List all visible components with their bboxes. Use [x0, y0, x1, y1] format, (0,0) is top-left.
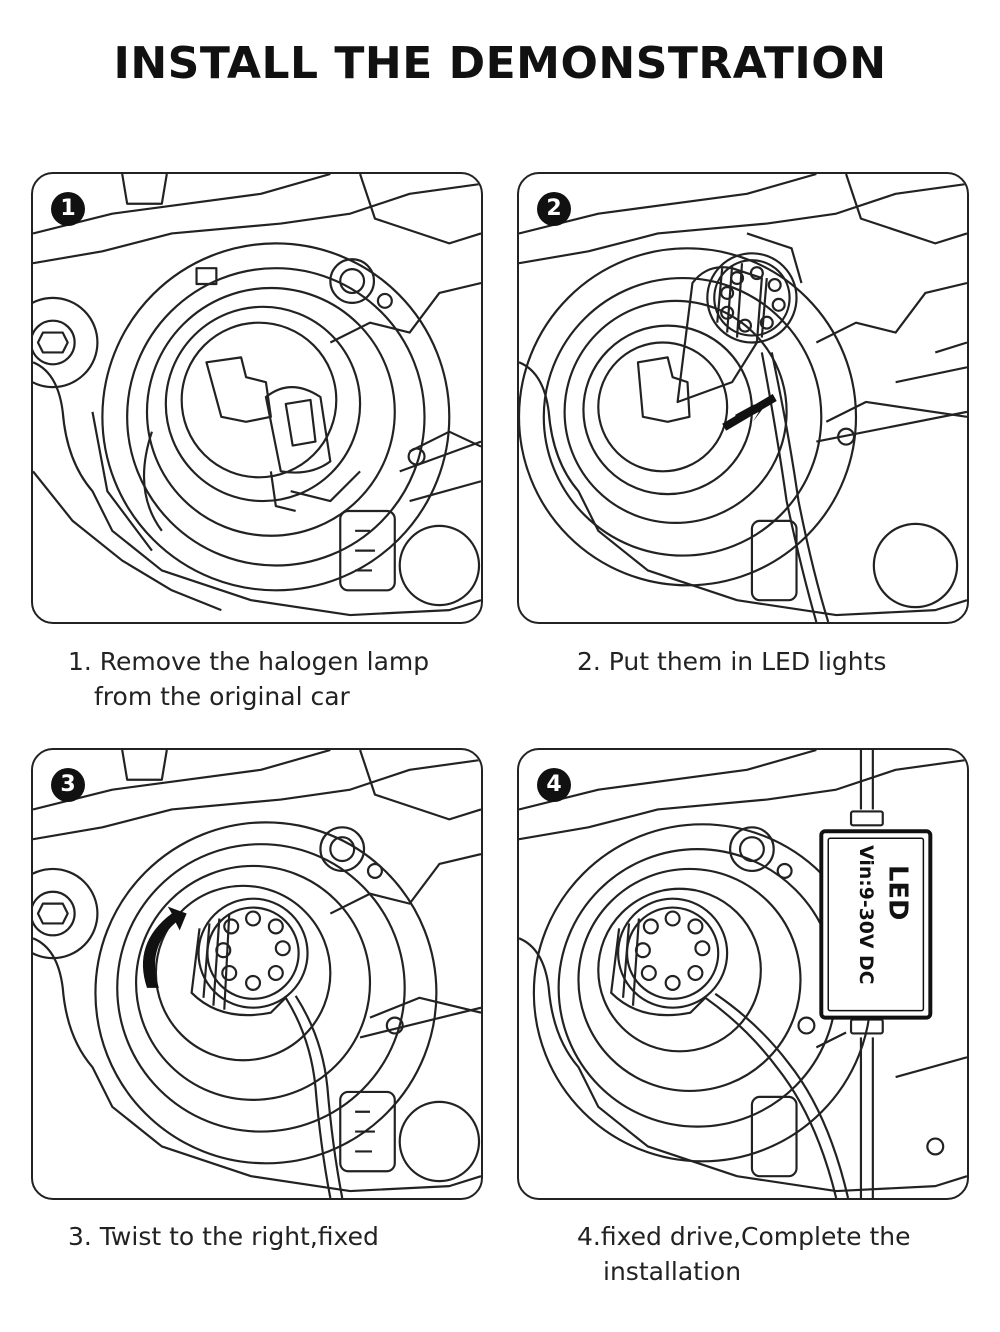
step-2-caption-line1: 2. Put them in LED lights: [577, 647, 887, 676]
driver-box-voltage-label: Vin:9-30V DC: [855, 845, 876, 984]
step-1-illustration: 1: [31, 172, 483, 624]
step-3-number-badge: 3: [51, 768, 85, 802]
step-3-caption-line1: 3. Twist to the right,fixed: [68, 1222, 379, 1251]
step-4-caption-line2: installation: [603, 1257, 742, 1286]
step-4-caption-line1: 4.fixed drive,Complete the: [577, 1222, 911, 1251]
step-2-illustration: 2: [517, 172, 969, 624]
headlight-housing-drawing-4: LED Vin:9-30V DC: [519, 750, 967, 1198]
page-title: INSTALL THE DEMONSTRATION: [113, 38, 887, 89]
step-1-caption-line2: from the original car: [94, 682, 350, 711]
step-2-number-badge: 2: [537, 192, 571, 226]
step-3-caption: 3. Twist to the right,fixed: [68, 1219, 379, 1254]
driver-box-led-label: LED: [883, 865, 913, 920]
step-4-caption: 4.fixed drive,Complete the installation: [577, 1219, 911, 1289]
headlight-housing-drawing-3: [33, 750, 481, 1198]
headlight-housing-drawing-2: [519, 174, 967, 622]
step-1-number-badge: 1: [51, 192, 85, 226]
step-4-number-badge: 4: [537, 768, 571, 802]
step-4-illustration: 4: [517, 748, 969, 1200]
step-1-caption: 1. Remove the halogen lamp from the orig…: [68, 644, 429, 714]
step-2-caption: 2. Put them in LED lights: [577, 644, 886, 679]
step-3-illustration: 3: [31, 748, 483, 1200]
headlight-housing-drawing-1: [33, 174, 481, 617]
step-1-caption-line1: 1. Remove the halogen lamp: [68, 647, 430, 676]
